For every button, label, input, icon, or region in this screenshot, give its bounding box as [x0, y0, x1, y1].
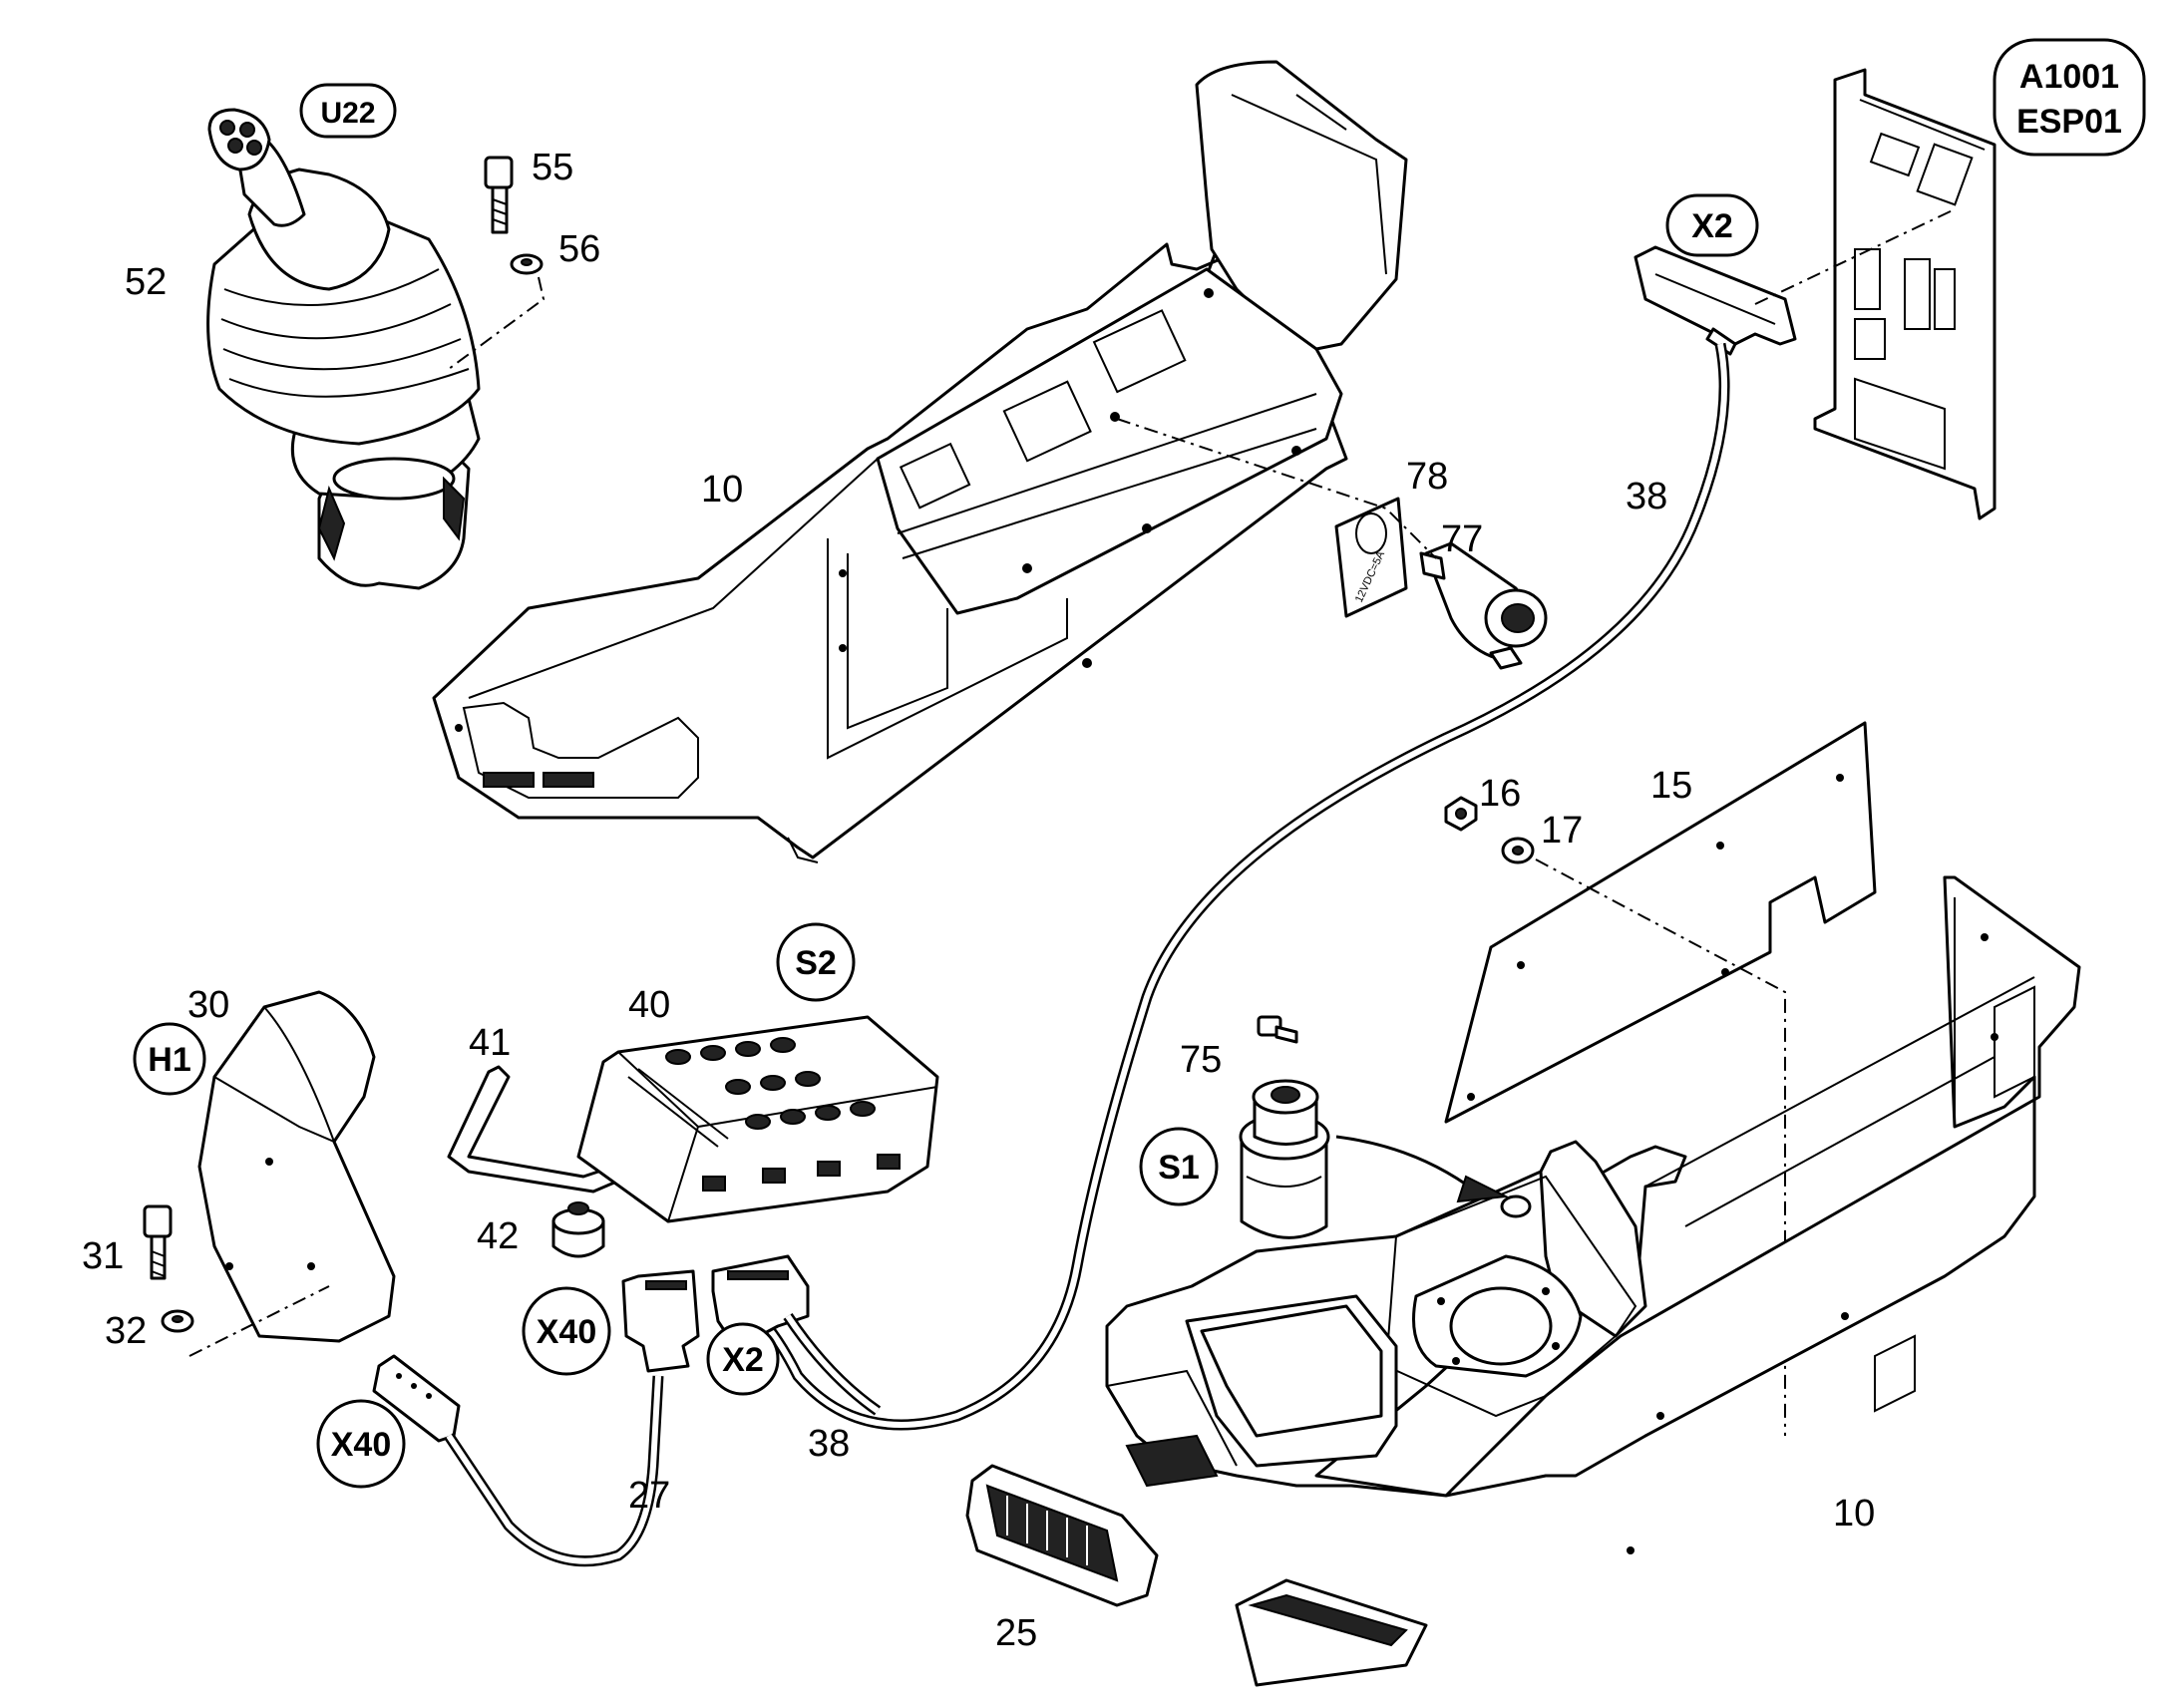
- washer-17: [1501, 837, 1535, 864]
- leader-x2-board: [1754, 208, 1956, 305]
- part-number-31: 31: [82, 1235, 124, 1277]
- key-75: [1257, 1015, 1298, 1044]
- tag-s2: S2: [776, 922, 856, 1002]
- part-number-41: 41: [469, 1022, 511, 1064]
- console-top-panel: [432, 60, 1408, 863]
- tag-x40-low: X40: [316, 1399, 406, 1489]
- tag-x2-mid: X2: [706, 1322, 780, 1396]
- washer-32: [161, 1309, 194, 1333]
- tag-a1001: A1001 ESP01: [1993, 38, 2146, 157]
- cable-38: [754, 342, 1730, 1431]
- svg-text:H1: H1: [148, 1041, 190, 1079]
- part-number-27: 27: [628, 1475, 670, 1517]
- part-number-38-top: 38: [1626, 476, 1667, 517]
- arrow-s1-mount: [1335, 1135, 1477, 1194]
- part-number-30: 30: [187, 984, 229, 1026]
- part-number-10-top: 10: [701, 469, 743, 511]
- cable-27: [444, 1375, 664, 1567]
- arrow-head: [1456, 1175, 1510, 1203]
- part-number-15: 15: [1650, 765, 1692, 807]
- leader-panel: [1535, 858, 1786, 1436]
- bottom-bracket: [1235, 1578, 1428, 1687]
- bolt-31: [143, 1204, 173, 1280]
- svg-text:S1: S1: [1158, 1149, 1200, 1187]
- part-number-38-low: 38: [808, 1423, 850, 1465]
- switch-panel-s2: [576, 1015, 939, 1223]
- leader-armrest: [188, 1285, 330, 1357]
- tag-x2-top: X2: [1665, 193, 1759, 257]
- leader-socket: [1116, 418, 1437, 559]
- knob-42: [551, 1201, 605, 1258]
- svg-text:X2: X2: [1691, 207, 1733, 245]
- part-number-56: 56: [558, 228, 600, 270]
- armrest-h1: [197, 990, 396, 1343]
- svg-text:A1001: A1001: [2019, 58, 2119, 96]
- svg-text:ESP01: ESP01: [2016, 103, 2122, 141]
- tag-x40-mid: X40: [522, 1286, 611, 1376]
- nut-16: [1444, 796, 1478, 832]
- part-number-42: 42: [477, 1215, 519, 1257]
- power-socket-77: [1419, 541, 1548, 670]
- connector-x40-mid: [621, 1269, 700, 1373]
- cover-panel-15: [1444, 721, 1877, 1124]
- bolt-55: [484, 156, 514, 234]
- joystick: [206, 108, 481, 590]
- label-plate-78: 12VDC=5A: [1334, 497, 1408, 618]
- svg-text:X40: X40: [537, 1313, 597, 1351]
- part-number-32: 32: [105, 1310, 147, 1352]
- tag-h1: H1: [133, 1022, 206, 1096]
- svg-text:S2: S2: [795, 944, 837, 982]
- part-number-25: 25: [995, 1612, 1037, 1654]
- part-number-52: 52: [125, 261, 167, 303]
- controller-board: [1813, 68, 1997, 520]
- connector-x2-mid: [711, 1254, 810, 1338]
- part-number-77: 77: [1441, 518, 1483, 560]
- svg-text:X40: X40: [331, 1426, 392, 1464]
- part-number-16: 16: [1479, 773, 1521, 815]
- part-number-40: 40: [628, 984, 670, 1026]
- part-number-55: 55: [532, 147, 573, 188]
- part-number-10-low: 10: [1833, 1493, 1875, 1535]
- vent-grille-25: [965, 1464, 1159, 1607]
- tag-u22: U22: [299, 83, 397, 139]
- svg-text:X2: X2: [722, 1341, 764, 1379]
- svg-text:U22: U22: [320, 97, 375, 130]
- cable-38-lower: [783, 1312, 882, 1416]
- leader-joystick: [448, 276, 545, 370]
- part-number-75: 75: [1180, 1039, 1222, 1081]
- key-switch-s1: [1239, 1079, 1330, 1239]
- part-number-17: 17: [1541, 810, 1583, 852]
- connector-x2-top: [1634, 245, 1797, 356]
- console-lower-body: [1105, 875, 2081, 1554]
- part-number-78: 78: [1406, 456, 1448, 498]
- washer-56: [510, 253, 544, 275]
- switch-array: [627, 1037, 876, 1148]
- tag-s1: S1: [1139, 1127, 1219, 1206]
